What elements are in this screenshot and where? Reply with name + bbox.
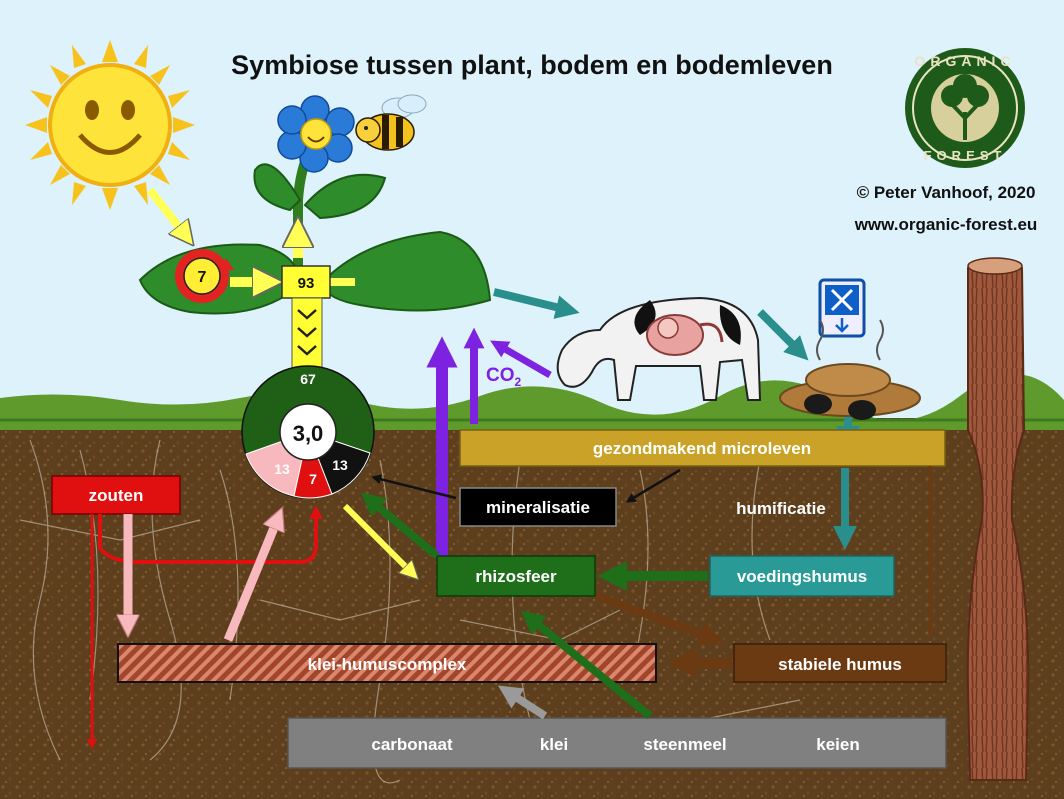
page-title: Symbiose tussen plant, bodem en bodemlev… xyxy=(231,50,833,80)
voedingshumus-label: voedingshumus xyxy=(737,567,867,586)
stem-value-box xyxy=(281,265,331,299)
xylem-flow xyxy=(291,297,323,369)
zouten-box xyxy=(51,475,181,515)
pie-top-label: 67 xyxy=(300,371,316,387)
website-text: www.organic-forest.eu xyxy=(854,215,1038,234)
klei-humuscomplex-label: klei-humuscomplex xyxy=(308,655,467,674)
pie-center-value: 3,0 xyxy=(293,421,324,446)
gezondmakend-label: gezondmakend microleven xyxy=(593,439,811,458)
mineral-keien: keien xyxy=(816,735,859,754)
gezondmakend-box xyxy=(459,429,946,467)
mineral-klei: klei xyxy=(540,735,568,754)
sun-icon xyxy=(25,40,195,210)
mineral-carbonaat: carbonaat xyxy=(371,735,453,754)
pie-right-label: 13 xyxy=(332,457,348,473)
minerals-bar xyxy=(287,717,947,769)
cycle-badge-value: 7 xyxy=(198,269,207,286)
voedingshumus-box xyxy=(709,555,895,597)
logo-bottom-text: FOREST xyxy=(924,148,1007,163)
mineralisatie-label: mineralisatie xyxy=(486,498,590,517)
pie-mid-label: 7 xyxy=(309,471,317,487)
rhizosfeer-box xyxy=(436,555,596,597)
sky xyxy=(0,0,1064,420)
mineral-steenmeel: steenmeel xyxy=(643,735,726,754)
stabiele-humus-label: stabiele humus xyxy=(778,655,902,674)
mineralisatie-box xyxy=(459,487,617,527)
humificatie-label: humificatie xyxy=(736,499,826,518)
pie-left-label: 13 xyxy=(274,461,290,477)
zouten-label: zouten xyxy=(89,486,144,505)
cycle-icon xyxy=(175,249,234,303)
stem-value: 93 xyxy=(298,275,315,292)
organic-forest-logo: ORGANIC FOREST xyxy=(905,48,1025,168)
rhizosfeer-label: rhizosfeer xyxy=(475,567,557,586)
cow-icon xyxy=(556,296,762,401)
restaurant-sign-icon xyxy=(818,278,866,338)
tree-trunk xyxy=(966,257,1030,781)
co2-label: CO2 xyxy=(486,365,522,389)
flower-icon xyxy=(277,95,355,173)
stabiele-humus-box xyxy=(733,643,947,683)
logo-top-text: ORGANIC xyxy=(914,53,1015,69)
bee-icon xyxy=(355,94,427,151)
dung-beetle-icon xyxy=(779,319,921,420)
copyright-text: © Peter Vanhoof, 2020 xyxy=(857,183,1036,202)
nutrient-pie xyxy=(241,365,375,499)
